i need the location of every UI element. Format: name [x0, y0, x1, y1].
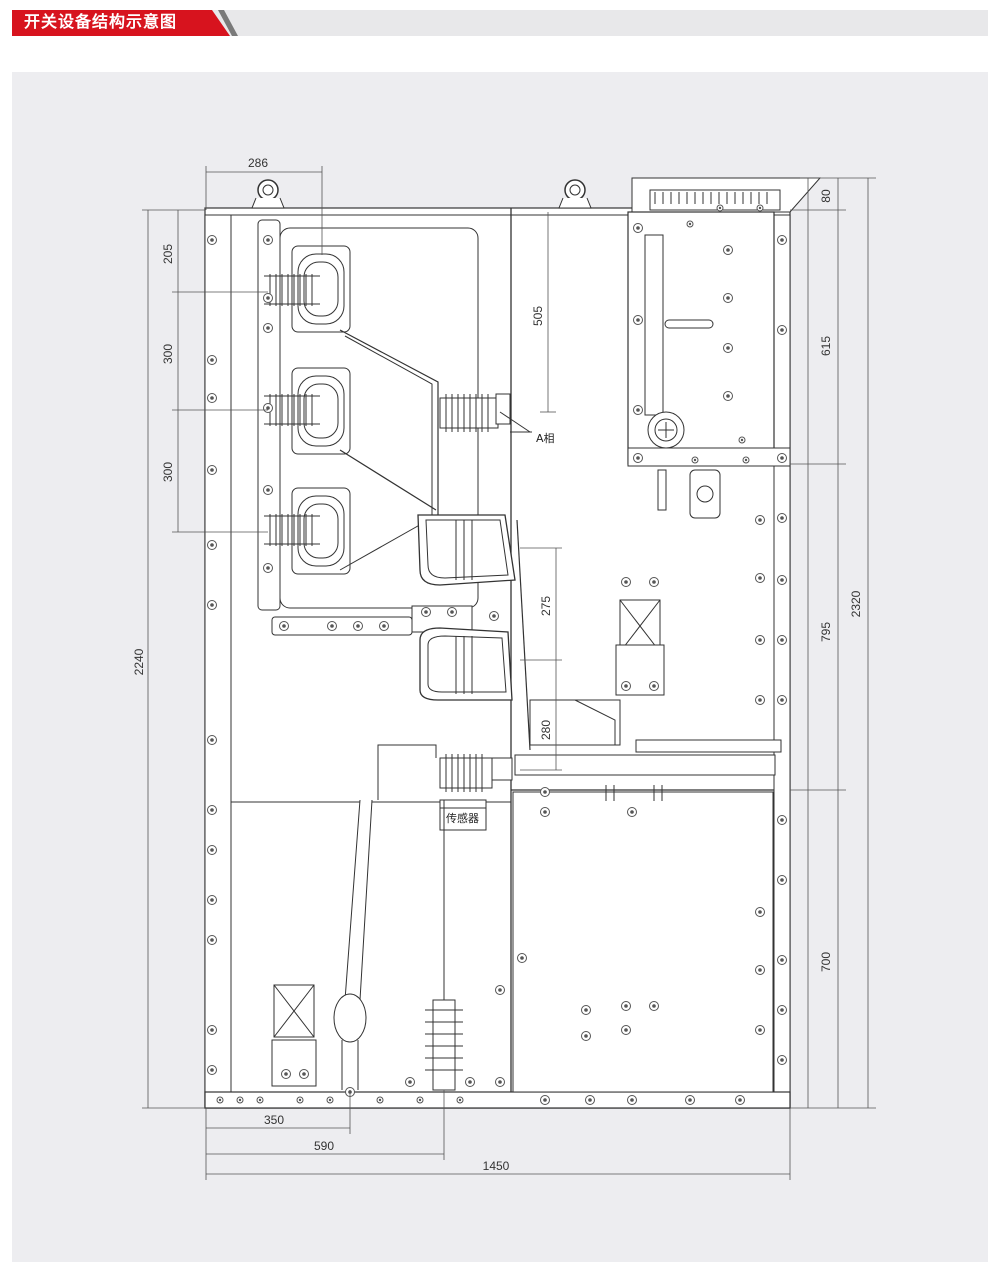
dim-590: 590	[314, 1139, 334, 1153]
busbar-insulator-2	[264, 367, 351, 455]
lifting-eye-left	[251, 179, 285, 209]
current-transformer-left	[271, 984, 317, 1087]
dim-205: 205	[161, 244, 175, 264]
dim-795: 795	[819, 622, 833, 642]
lifting-eye-right	[558, 179, 592, 209]
dim-300-b: 300	[161, 462, 175, 482]
busbar-insulator-1	[264, 245, 351, 333]
a-phase-bushing	[439, 393, 531, 433]
dim-275: 275	[539, 596, 553, 616]
header-tab	[12, 10, 230, 36]
dim-80: 80	[819, 189, 833, 203]
dim-505: 505	[531, 306, 545, 326]
dim-286: 286	[248, 156, 268, 170]
label-sensor: 传感器	[446, 812, 479, 825]
dim-1450: 1450	[483, 1159, 510, 1173]
dimension-lines	[142, 166, 876, 1180]
surge-arrester	[333, 799, 463, 1091]
mechanism-compartment	[627, 189, 791, 519]
busbar-insulator-3	[264, 487, 351, 575]
lower-contact-box	[419, 627, 513, 701]
dim-350: 350	[264, 1113, 284, 1127]
dim-615: 615	[819, 336, 833, 356]
dim-280: 280	[539, 720, 553, 740]
dim-2240: 2240	[132, 648, 146, 675]
sensor-bushing	[377, 744, 513, 831]
busbar-compartment	[257, 219, 479, 636]
lower-door-panel	[512, 785, 774, 1093]
dim-700: 700	[819, 952, 833, 972]
label-phase-a: A相	[536, 432, 555, 445]
cable-compartment	[514, 519, 782, 776]
dim-2320: 2320	[849, 590, 863, 617]
page-title: 开关设备结构示意图	[24, 14, 178, 31]
upper-contact-box	[417, 514, 516, 586]
dim-300-a: 300	[161, 344, 175, 364]
